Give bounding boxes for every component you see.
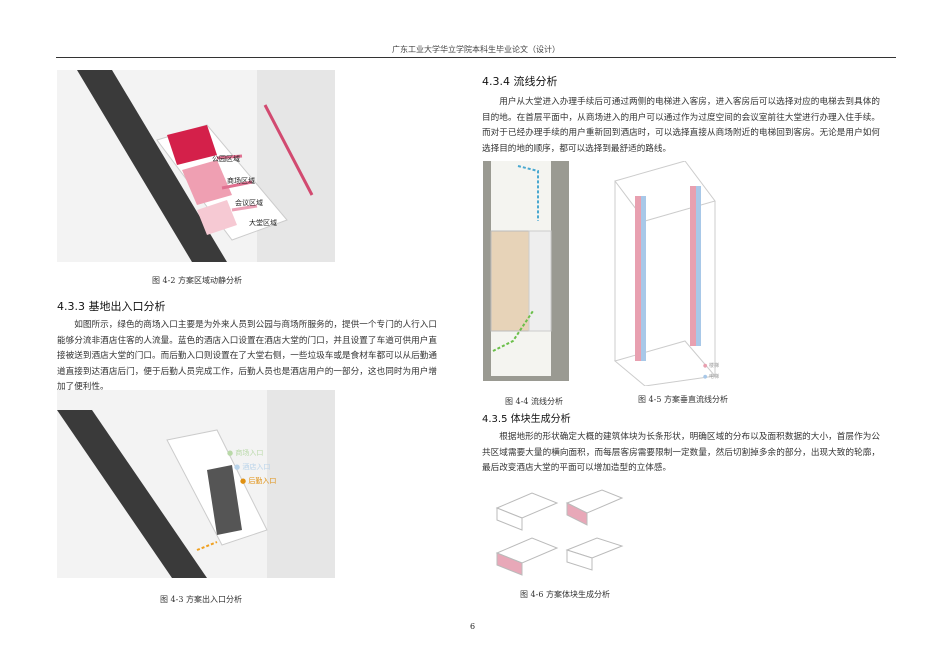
legend-mall-entrance: ● 商场入口 [227, 449, 264, 457]
section-heading-4-3-5: 4.3.5 体块生成分析 [482, 414, 571, 425]
figure-4-4-caption: 图 4-4 流线分析 [505, 397, 563, 406]
figure-4-4-floor-plan [483, 161, 569, 381]
figure-4-6-caption: 图 4-6 方案体块生成分析 [520, 590, 610, 599]
legend-label: 商场入口 [235, 449, 264, 457]
floor-plan-illustration [490, 161, 552, 376]
legend-label: 楼梯 [708, 363, 719, 369]
paragraph-entrances: 如图所示，绿色的商场入口主要是为外来人员到公园与商场所服务的，提供一个专门的人行… [57, 320, 437, 392]
legend-stairs: ● 楼梯 [703, 363, 719, 369]
section-heading-4-3-3: 4.3.3 基地出入口分析 [57, 300, 166, 313]
legend-label: 电梯 [708, 374, 719, 380]
running-header: 广东工业大学华立学院本科生毕业论文（设计） [392, 45, 560, 54]
zoning-illustration [77, 70, 335, 262]
vertical-circulation-illustration [613, 161, 716, 386]
massing-illustration [495, 489, 624, 576]
legend-label: 酒店入口 [242, 463, 271, 471]
legend-elevator: ● 电梯 [703, 374, 719, 380]
figure-4-2-zoning-diagram: 公园区域 商场区域 会议区域 大堂区域 [57, 70, 335, 262]
label-park-zone: 公园区域 [212, 155, 240, 163]
legend-hotel-entrance: ● 酒店入口 [234, 463, 271, 471]
legend-service-entrance: ● 后勤入口 [240, 477, 277, 485]
header-rule [56, 57, 896, 58]
figure-4-5-caption: 图 4-5 方案垂直流线分析 [638, 395, 728, 404]
paragraph-circulation: 用户从大堂进入办理手续后可通过两侧的电梯进入客房，进入客房后可以选择对应的电梯去… [482, 97, 880, 154]
figure-4-2-caption: 图 4-2 方案区域动静分析 [152, 276, 242, 285]
figure-4-3-caption: 图 4-3 方案出入口分析 [160, 595, 242, 604]
label-meeting-zone: 会议区域 [235, 199, 263, 207]
figure-4-6-massing-diagram [492, 488, 637, 578]
page-number: 6 [470, 622, 476, 631]
paragraph-massing: 根据地形的形状确定大概的建筑体块为长条形状，明确区域的分布以及面积数据的大小，首… [482, 432, 880, 473]
entrance-illustration [57, 390, 335, 578]
label-mall-zone: 商场区域 [227, 177, 255, 185]
figure-4-3-entrance-diagram: ● 商场入口 ● 酒店入口 ● 后勤入口 [57, 390, 335, 578]
label-lobby-zone: 大堂区域 [249, 219, 277, 227]
legend-label: 后勤入口 [248, 477, 277, 485]
figure-4-5-vertical-circulation: ● 楼梯 ● 电梯 [595, 161, 770, 386]
section-heading-4-3-4: 4.3.4 流线分析 [482, 75, 558, 88]
